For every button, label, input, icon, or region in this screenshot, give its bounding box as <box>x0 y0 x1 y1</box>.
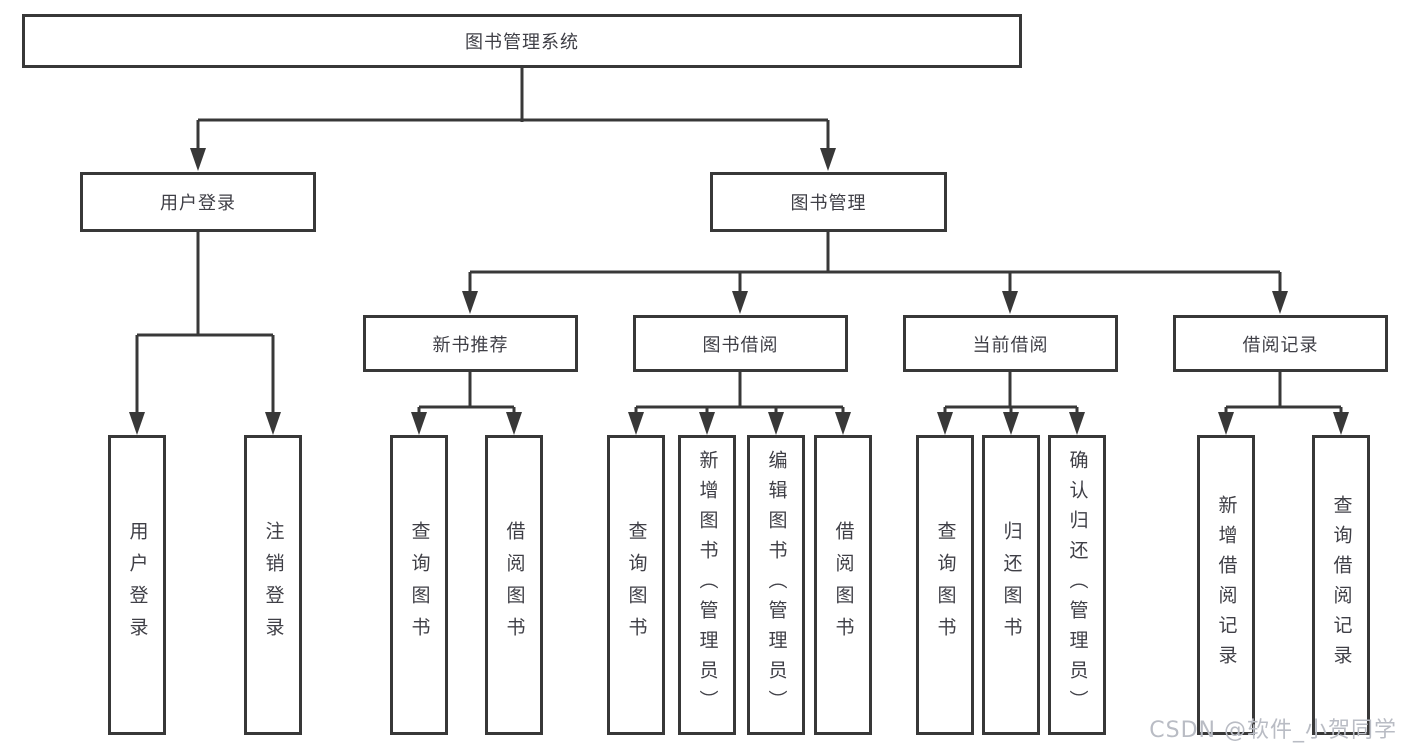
node-current-borrow: 当前借阅 <box>903 315 1118 372</box>
node-label: 查询图书 <box>934 521 957 649</box>
node-label: 新增图书（管理员） <box>696 450 719 720</box>
arrowhead <box>820 148 836 171</box>
arrowhead <box>129 412 145 435</box>
node-label: 注销登录 <box>262 521 285 649</box>
node-book-management: 图书管理 <box>710 172 947 232</box>
node-label: 新书推荐 <box>432 334 509 356</box>
node-label: 图书管理 <box>790 193 867 214</box>
arrowhead <box>506 412 522 435</box>
leaf-add-book-admin: 新增图书（管理员） <box>678 435 736 735</box>
leaf-borrow-book-recommend: 借阅图书 <box>485 435 543 735</box>
arrowhead <box>768 412 784 435</box>
node-label: 用户登录 <box>160 193 236 214</box>
arrowhead <box>1333 412 1349 435</box>
node-label: 编辑图书（管理员） <box>765 450 788 720</box>
node-label: 查询借阅记录 <box>1330 495 1353 675</box>
leaf-query-book-recommend: 查询图书 <box>390 435 448 735</box>
leaf-add-borrow-record: 新增借阅记录 <box>1197 435 1255 735</box>
arrowhead <box>732 291 748 314</box>
leaf-edit-book-admin: 编辑图书（管理员） <box>747 435 805 735</box>
node-label: 查询图书 <box>625 521 648 649</box>
node-label: 确认归还（管理员） <box>1066 450 1089 720</box>
leaf-query-borrow-record: 查询借阅记录 <box>1312 435 1370 735</box>
arrowhead <box>835 412 851 435</box>
node-library-system: 图书管理系统 <box>22 14 1022 68</box>
node-label: 借阅记录 <box>1242 334 1319 356</box>
leaf-user-login: 用户登录 <box>108 435 166 735</box>
node-label: 新增借阅记录 <box>1215 495 1238 675</box>
node-book-borrow: 图书借阅 <box>633 315 848 372</box>
node-label: 借阅图书 <box>832 521 855 649</box>
arrowhead <box>699 412 715 435</box>
leaf-query-book-borrow: 查询图书 <box>607 435 665 735</box>
arrowhead <box>1069 412 1085 435</box>
arrowhead <box>1272 291 1288 314</box>
leaf-return-book: 归还图书 <box>982 435 1040 735</box>
node-label: 图书借阅 <box>702 334 779 356</box>
node-label: 当前借阅 <box>972 334 1049 356</box>
arrowhead <box>1002 291 1018 314</box>
leaf-logout: 注销登录 <box>244 435 302 735</box>
arrowhead <box>411 412 427 435</box>
arrowhead <box>265 412 281 435</box>
node-label: 查询图书 <box>408 521 431 649</box>
leaf-query-book-current: 查询图书 <box>916 435 974 735</box>
arrowhead <box>628 412 644 435</box>
arrowhead <box>1003 412 1019 435</box>
node-user-login: 用户登录 <box>80 172 316 232</box>
watermark: CSDN @软件_小贺同学 <box>1149 718 1397 743</box>
node-label: 图书管理系统 <box>465 32 579 53</box>
leaf-confirm-return-admin: 确认归还（管理员） <box>1048 435 1106 735</box>
leaf-borrow-book: 借阅图书 <box>814 435 872 735</box>
node-new-book-recommend: 新书推荐 <box>363 315 578 372</box>
arrowhead <box>937 412 953 435</box>
arrowhead <box>190 148 206 171</box>
arrowhead <box>462 291 478 314</box>
node-borrow-records: 借阅记录 <box>1173 315 1388 372</box>
arrowhead <box>1218 412 1234 435</box>
node-label: 用户登录 <box>126 521 149 649</box>
node-label: 归还图书 <box>1000 521 1023 649</box>
node-label: 借阅图书 <box>503 521 526 649</box>
